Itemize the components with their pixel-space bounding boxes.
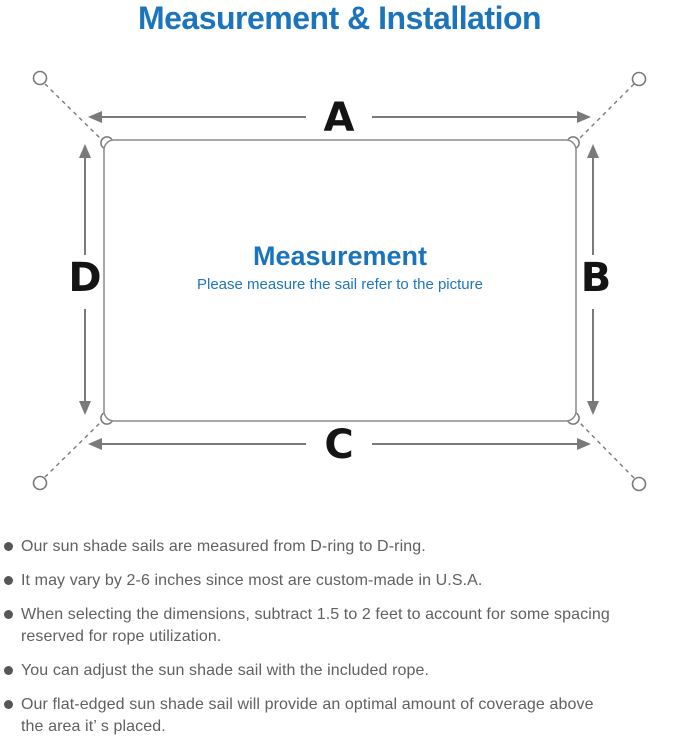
dimension-label-c: C <box>324 422 353 468</box>
bullet-icon <box>4 576 13 585</box>
dashed-rope-bottom-left <box>44 419 104 478</box>
notes-list: Our sun shade sails are measured from D-… <box>4 536 673 739</box>
note-item: You can adjust the sun shade sail with t… <box>4 660 673 682</box>
note-text: You can adjust the sun shade sail with t… <box>21 662 430 679</box>
dashed-rope-bottom-right <box>576 419 635 479</box>
dashed-rope-top-right <box>576 83 635 142</box>
dimension-label-d: D <box>68 255 101 301</box>
note-text: It may vary by 2-6 inches since most are… <box>21 572 483 589</box>
bullet-icon <box>4 666 13 675</box>
arrowhead-a-right <box>577 111 591 123</box>
arrowhead-c-right <box>577 438 591 450</box>
arrowhead-b-up <box>587 144 599 158</box>
dimension-label-b: B <box>581 255 612 301</box>
page-title: Measurement & Installation <box>137 0 542 36</box>
measurement-diagram: A B C D <box>32 70 647 492</box>
note-text: When selecting the dimensions, subtract … <box>21 606 610 645</box>
anchor-ring-bottom-right <box>631 476 647 492</box>
note-item: Our sun shade sails are measured from D-… <box>4 536 673 558</box>
note-text: Our flat-edged sun shade sail will provi… <box>21 696 594 735</box>
arrowhead-d-up <box>79 144 91 158</box>
note-text: Our sun shade sails are measured from D-… <box>21 538 426 555</box>
dimension-label-a: A <box>324 95 355 141</box>
bullet-icon <box>4 542 13 551</box>
anchor-ring-top-left <box>32 70 48 86</box>
arrowhead-c-left <box>88 438 102 450</box>
arrowhead-d-down <box>79 401 91 415</box>
dashed-rope-top-left <box>44 83 104 142</box>
note-item: Our flat-edged sun shade sail will provi… <box>4 694 673 738</box>
note-item: When selecting the dimensions, subtract … <box>4 604 673 648</box>
note-item: It may vary by 2-6 inches since most are… <box>4 570 673 592</box>
arrowhead-b-down <box>587 401 599 415</box>
anchor-ring-bottom-left <box>32 475 48 491</box>
arrowhead-a-left <box>88 111 102 123</box>
bullet-icon <box>4 610 13 619</box>
anchor-ring-top-right <box>631 71 647 87</box>
sail-rectangle <box>103 139 577 422</box>
bullet-icon <box>4 700 13 709</box>
